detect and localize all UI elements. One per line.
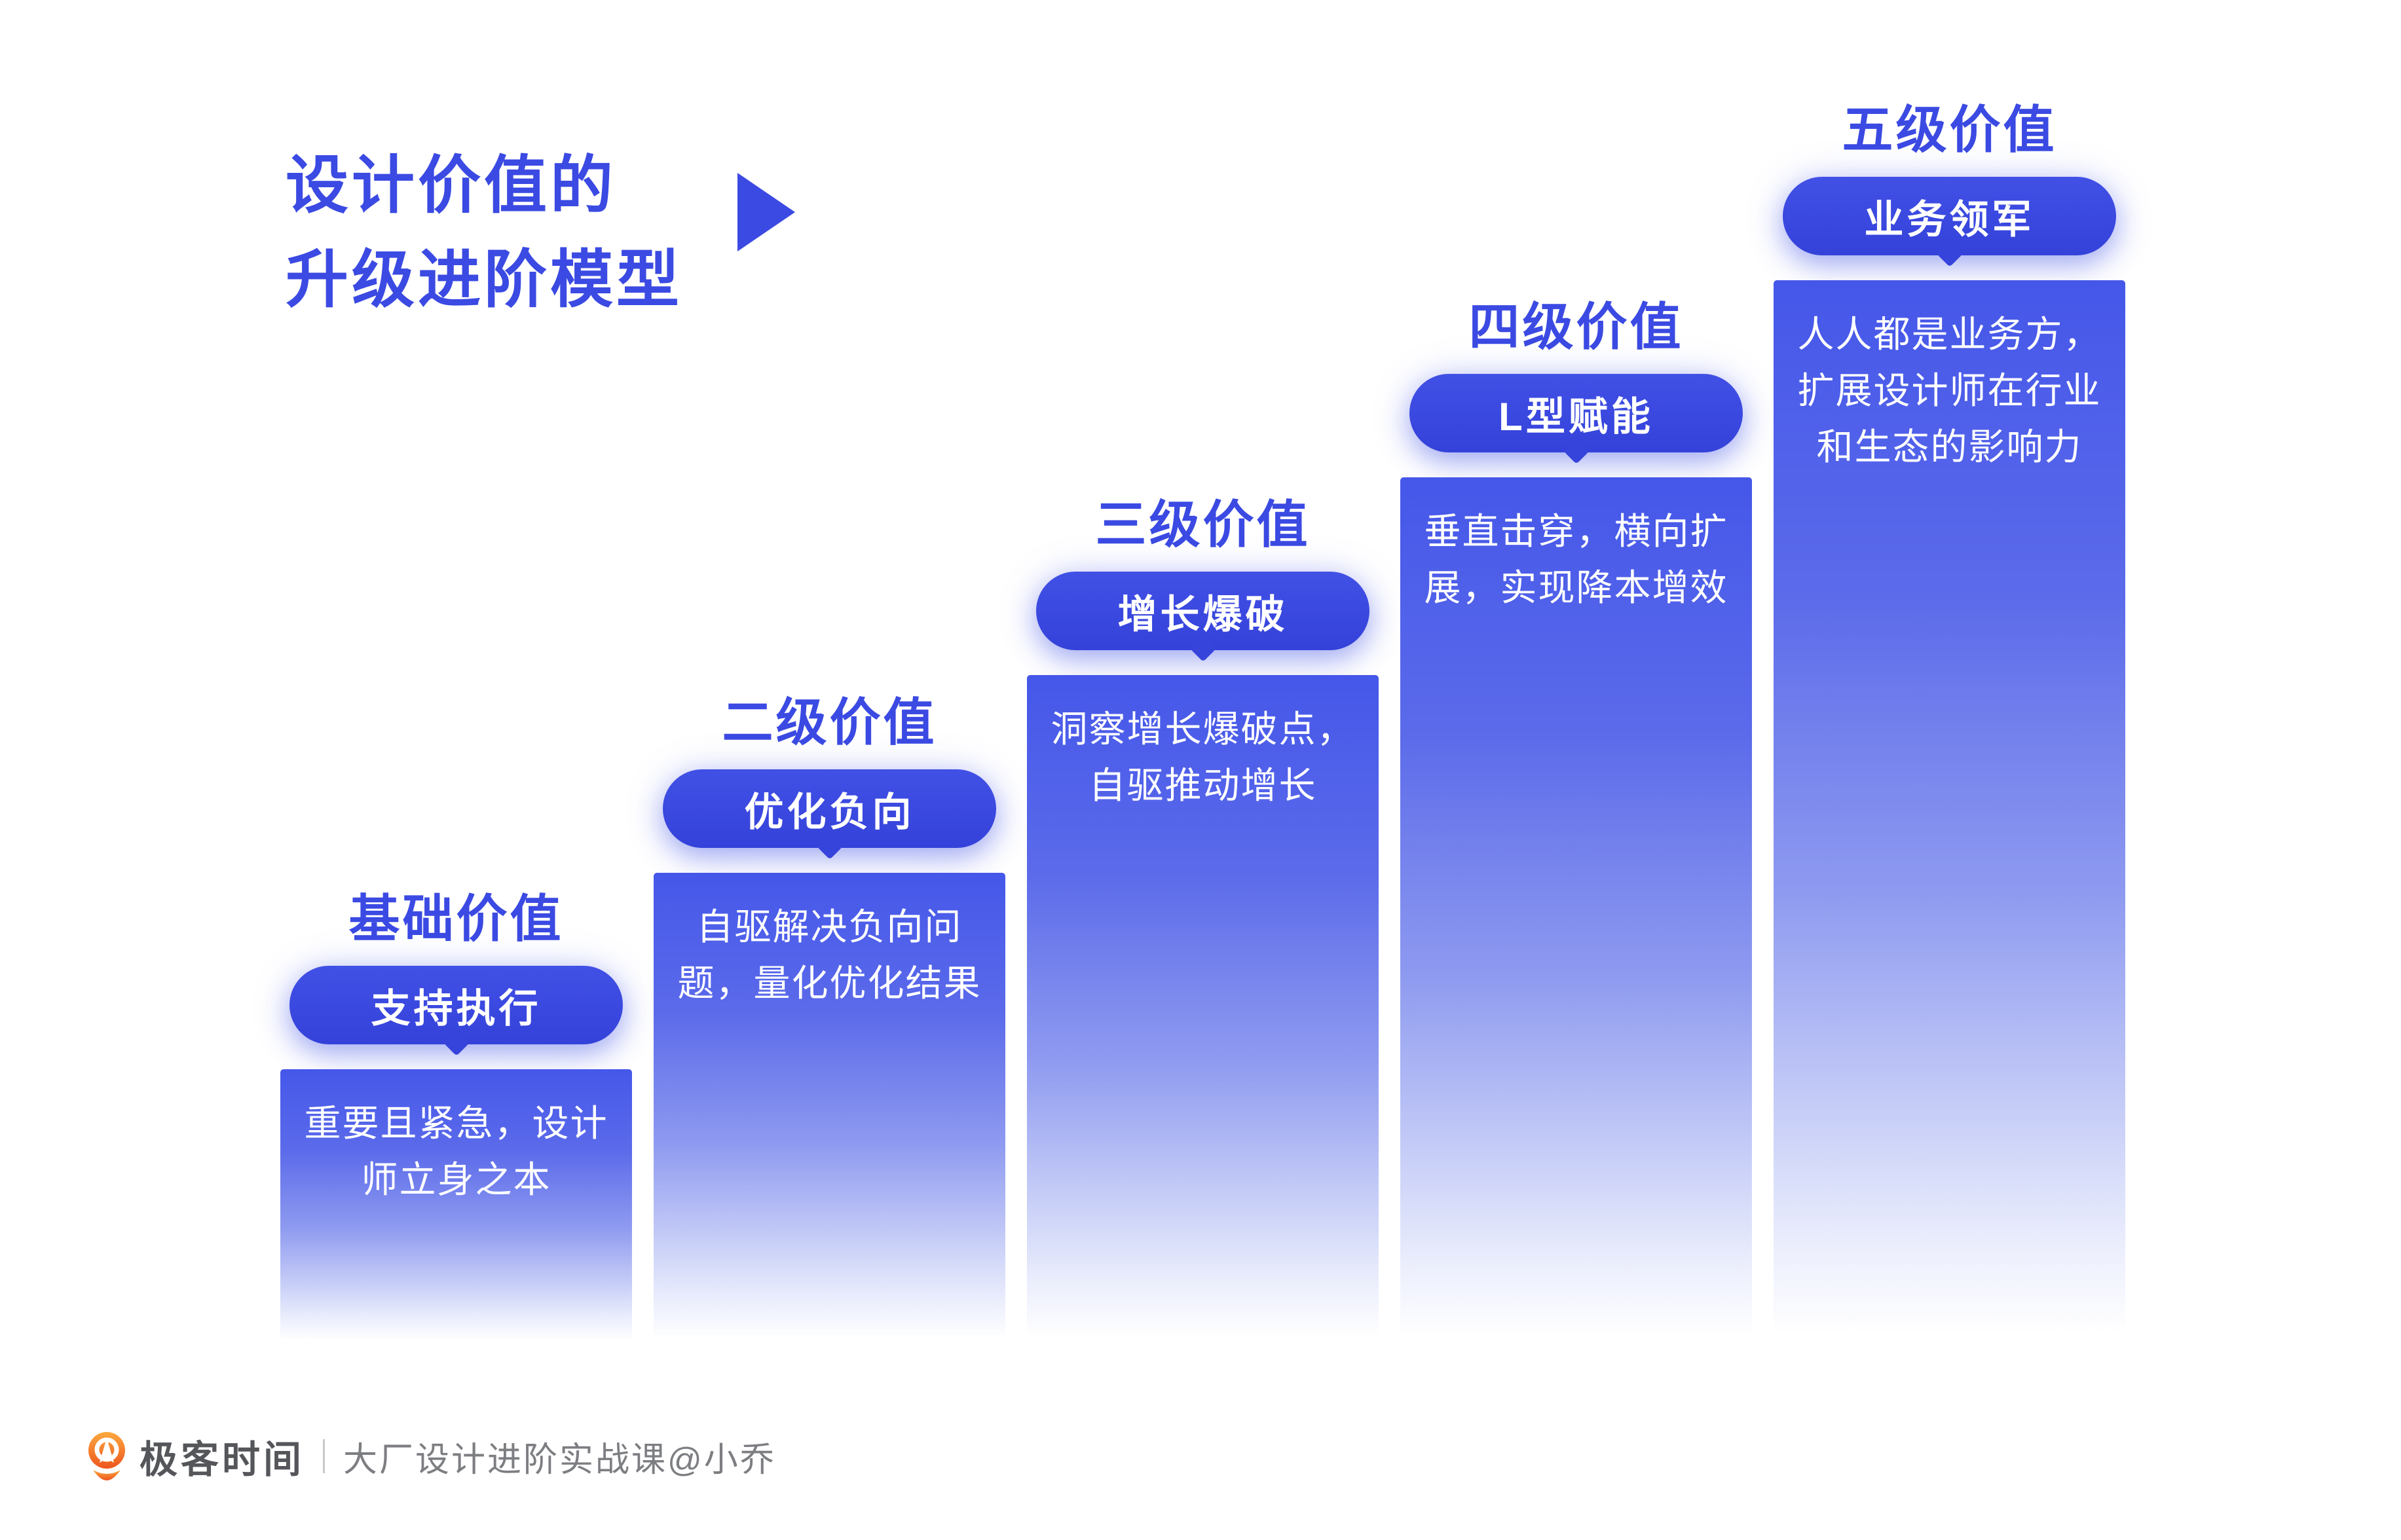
level-desc-line: 展，实现降本增效	[1424, 567, 1728, 608]
level-description: 自驱解决负向问 题，量化优化结果	[654, 873, 1005, 1012]
level-bar: 自驱解决负向问 题，量化优化结果	[654, 873, 1005, 1344]
level-pill: L型赋能	[1409, 374, 1743, 452]
play-triangle-icon	[737, 173, 795, 251]
level-pill: 支持执行	[289, 966, 623, 1044]
level-pill-label: 优化负向	[744, 790, 915, 834]
level-description: 洞察增长爆破点， 自驱推动增长	[1027, 675, 1379, 814]
level-desc-line: 自驱解决负向问	[696, 906, 963, 947]
level-bar: 垂直击穿，横向扩 展，实现降本增效	[1400, 477, 1752, 1344]
level-description: 重要且紧急，设计 师立身之本	[280, 1069, 632, 1208]
level-pill-label: 支持执行	[371, 986, 542, 1031]
level-pill: 增长爆破	[1036, 572, 1369, 650]
level-rank-label: 基础价值	[348, 890, 564, 947]
level-rank-label: 五级价值	[1842, 101, 2057, 158]
level-rank-label: 二级价值	[722, 693, 937, 751]
level-pill: 业务领军	[1783, 177, 2116, 255]
level-description: 垂直击穿，横向扩 展，实现降本增效	[1400, 477, 1752, 616]
geektime-logo-icon	[88, 1432, 125, 1480]
level-desc-line: 重要且紧急，设计	[304, 1103, 608, 1144]
course-credit: 大厂设计进阶实战课@小乔	[343, 1440, 776, 1479]
page-title-line-2: 升级进阶模型	[286, 245, 682, 315]
footer: 极客时间 大厂设计进阶实战课@小乔	[87, 1432, 776, 1481]
level-desc-line: 垂直击穿，横向扩	[1424, 511, 1728, 552]
level-pill: 优化负向	[663, 769, 996, 848]
level-rank-label: 四级价值	[1468, 298, 1684, 356]
level-pill-label: L型赋能	[1498, 394, 1654, 439]
page-title: 设计价值的 升级进阶模型	[286, 139, 682, 327]
level-desc-line: 师立身之本	[361, 1159, 551, 1200]
level-desc-line: 自驱推动增长	[1089, 765, 1317, 806]
level-desc-line: 扩展设计师在行业	[1797, 370, 2102, 411]
level-bar: 洞察增长爆破点， 自驱推动增长	[1027, 675, 1379, 1344]
level-pill-label: 增长爆破	[1117, 592, 1288, 636]
level-rank-label: 三级价值	[1095, 496, 1311, 553]
level-bar: 人人都是业务方， 扩展设计师在行业 和生态的影响力	[1774, 280, 2125, 1344]
level-desc-line: 人人都是业务方，	[1797, 314, 2102, 355]
level-desc-line: 和生态的影响力	[1816, 426, 2083, 468]
level-desc-line: 洞察增长爆破点，	[1051, 708, 1355, 750]
level-description: 人人都是业务方， 扩展设计师在行业 和生态的影响力	[1774, 280, 2125, 475]
brand-name: 极客时间	[140, 1439, 305, 1481]
level-bar: 重要且紧急，设计 师立身之本	[280, 1069, 632, 1344]
footer-divider	[323, 1439, 326, 1473]
page-title-line-1: 设计价值的	[286, 151, 616, 221]
level-pill-label: 业务领军	[1864, 197, 2035, 242]
level-desc-line: 题，量化优化结果	[677, 962, 982, 1004]
